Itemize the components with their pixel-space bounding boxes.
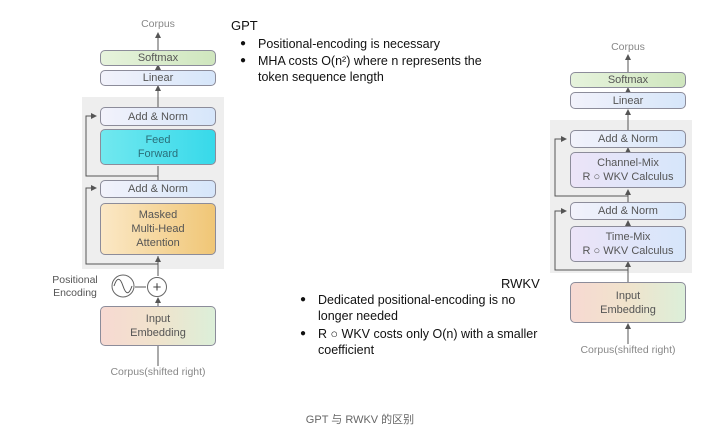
positional-encoding-wave-icon: [111, 274, 135, 298]
gpt-softmax-block: Softmax: [100, 50, 216, 66]
rwkv-bullet-1: Dedicated positional-encoding is no long…: [300, 292, 550, 324]
rwkv-input-label: Corpus(shifted right): [580, 344, 676, 356]
rwkv-linear-block: Linear: [570, 92, 686, 109]
rwkv-softmax-block: Softmax: [570, 72, 686, 88]
rwkv-input-embedding-block: Input Embedding: [570, 282, 686, 323]
gpt-linear-block: Linear: [100, 70, 216, 86]
gpt-input-embedding-block: Input Embedding: [100, 306, 216, 346]
rwkv-output-label: Corpus: [611, 41, 645, 53]
gpt-title: GPT: [231, 18, 258, 33]
add-plus-icon: +: [147, 277, 167, 297]
gpt-feed-forward-block: Feed Forward: [100, 129, 216, 165]
gpt-bullet-list: Positional-encoding is necessary MHA cos…: [240, 36, 500, 85]
rwkv-bullet-list: Dedicated positional-encoding is no long…: [300, 292, 550, 358]
gpt-bullet-2: MHA costs O(n²) where n represents the t…: [240, 53, 500, 85]
gpt-positional-encoding-label: Positional Encoding: [52, 274, 98, 299]
gpt-output-label: Corpus: [141, 18, 175, 30]
rwkv-add-norm-top: Add & Norm: [570, 130, 686, 148]
rwkv-add-norm-bottom: Add & Norm: [570, 202, 686, 220]
gpt-input-label: Corpus(shifted right): [110, 366, 206, 378]
add-plus-symbol: +: [152, 278, 162, 296]
gpt-add-norm-bottom: Add & Norm: [100, 180, 216, 198]
gpt-masked-attention-block: Masked Multi-Head Attention: [100, 203, 216, 255]
gpt-bullet-1: Positional-encoding is necessary: [240, 36, 500, 52]
rwkv-time-mix-block: Time-Mix R ○ WKV Calculus: [570, 226, 686, 262]
rwkv-channel-mix-block: Channel-Mix R ○ WKV Calculus: [570, 152, 686, 188]
rwkv-bullet-2: R ○ WKV costs only O(n) with a smaller c…: [300, 326, 550, 358]
figure-caption: GPT 与 RWKV 的区别: [305, 414, 415, 426]
gpt-add-norm-top: Add & Norm: [100, 107, 216, 126]
rwkv-title: RWKV: [501, 276, 540, 291]
